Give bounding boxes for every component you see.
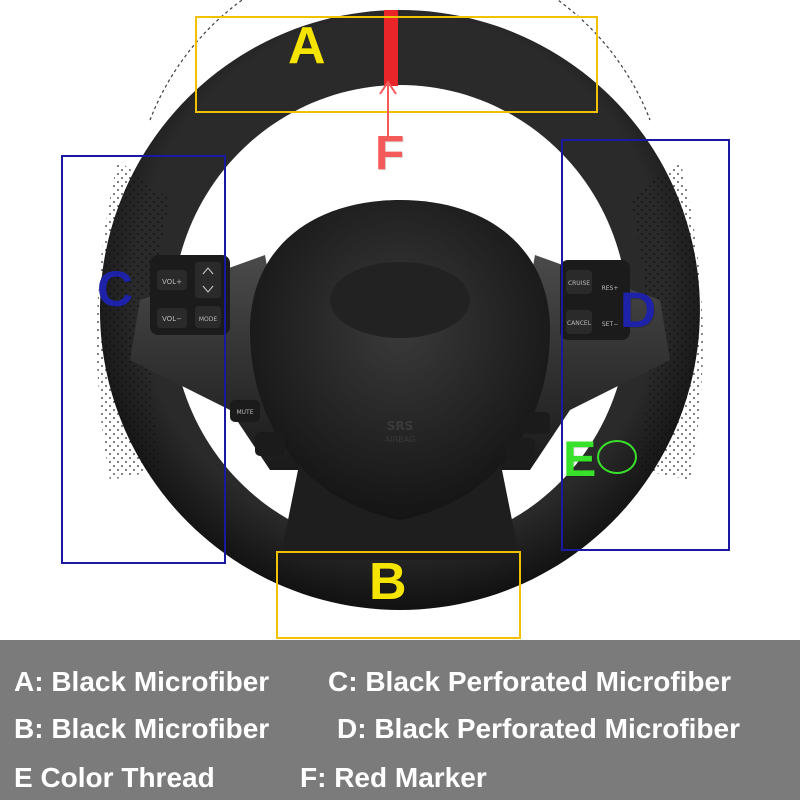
- cancel-label: CANCEL: [567, 320, 592, 327]
- srs-text: SRS: [387, 419, 414, 433]
- airbag-cover: [250, 200, 550, 520]
- region-box-a: [195, 16, 598, 113]
- steering-wheel-photo: SRS AIRBAG VOL+ VOL− MODE MUTE CRUISE CA…: [61, 0, 730, 639]
- label-e: E: [563, 431, 597, 487]
- label-f: F: [375, 127, 405, 180]
- legend-item-c: C: Black Perforated Microfiber: [328, 666, 731, 697]
- label-d: D: [620, 282, 657, 338]
- thread-highlight-circle: [597, 440, 637, 474]
- legend-item-f: F: Red Marker: [300, 762, 487, 793]
- legend-item-b: B: Black Microfiber: [14, 713, 270, 744]
- phone-button: [520, 412, 550, 434]
- arrow-up-icon: [379, 80, 397, 136]
- chevron-up-icon: [202, 267, 214, 275]
- voice-button: [255, 432, 285, 456]
- label-b: B: [369, 553, 407, 611]
- cruise-label: CRUISE: [568, 280, 590, 287]
- region-box-b: [276, 551, 521, 639]
- label-c: C: [97, 261, 134, 317]
- red-marker: [384, 10, 398, 86]
- vol-plus-label: VOL+: [162, 278, 182, 286]
- res-plus-label: RES+: [602, 285, 619, 292]
- hangup-button: [505, 438, 535, 460]
- perforated-grip-left: [96, 160, 170, 480]
- legend-panel: A: Black Microfiber C: Black Perforated …: [0, 640, 800, 800]
- vol-minus-label: VOL−: [162, 315, 182, 323]
- region-box-c: [61, 155, 226, 564]
- region-box-d: [561, 139, 730, 551]
- set-minus-label: SET−: [602, 321, 618, 328]
- logo-oval: [330, 262, 470, 338]
- perforated-grip-right: [630, 160, 703, 480]
- label-a: A: [288, 17, 326, 75]
- airbag-text: AIRBAG: [385, 435, 415, 444]
- rim-stitching: [149, 0, 651, 121]
- mute-label: MUTE: [236, 409, 253, 416]
- mode-label: MODE: [199, 316, 218, 323]
- legend-item-e: E Color Thread: [14, 762, 215, 793]
- legend-item-a: A: Black Microfiber: [14, 666, 270, 697]
- chevron-down-icon: [202, 285, 214, 293]
- legend-item-d: D: Black Perforated Microfiber: [337, 713, 740, 744]
